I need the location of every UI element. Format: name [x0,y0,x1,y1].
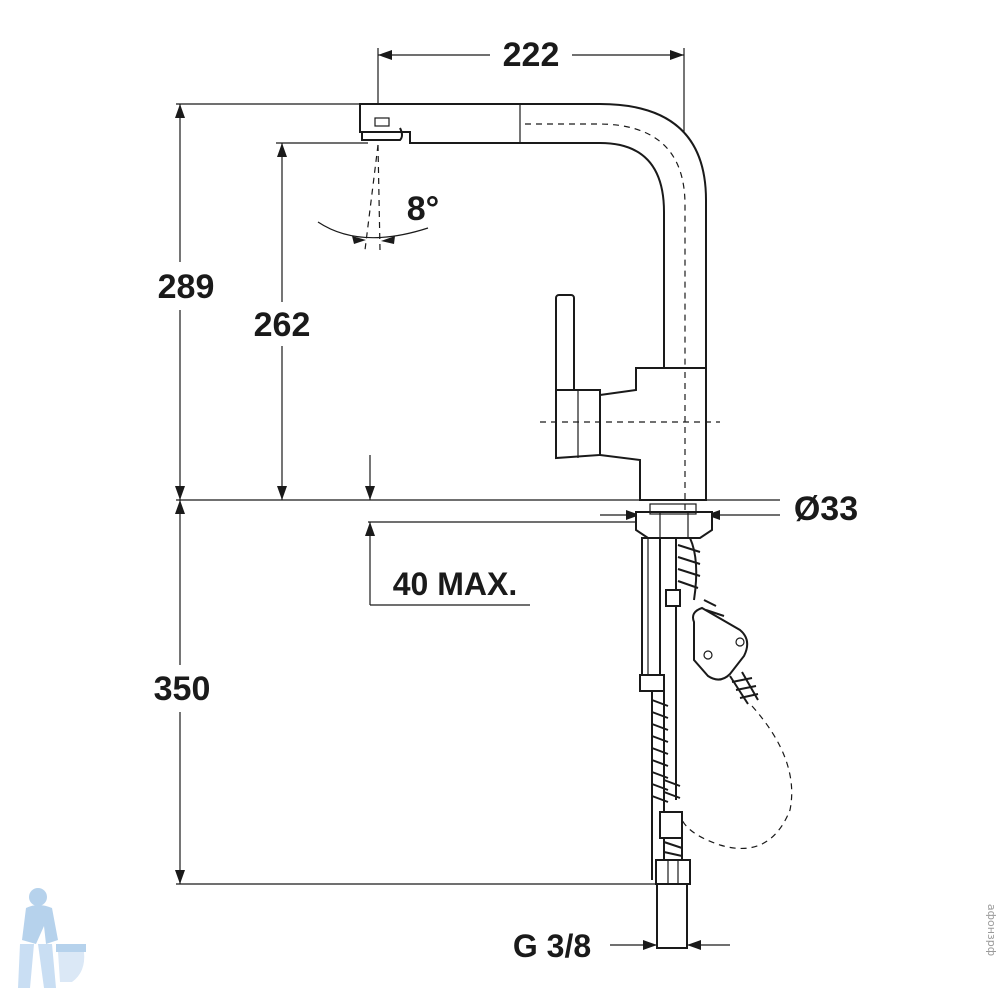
label-outlet-height: 262 [254,306,311,344]
dim-spout-reach: 222 [377,36,685,160]
dim-max-deck-thickness: 40 MAX. [365,455,530,606]
dim-total-height: 289 [158,103,370,500]
plumber-logo-icon [18,888,86,988]
label-connection-thread: G 3/8 [513,928,591,964]
label-total-height: 289 [158,268,215,306]
label-spray-angle: 8° [407,190,440,228]
dim-spray-angle: 8° [317,144,440,251]
label-max-deck-thickness: 40 MAX. [393,566,517,602]
dim-base-diameter: Ø33 [600,490,858,528]
label-spout-reach: 222 [503,36,560,74]
dim-outlet-height: 262 [254,142,368,500]
faucet-body [359,103,720,520]
deck-lines [176,499,780,523]
label-hose-length: 350 [154,670,211,708]
dim-connection-thread: G 3/8 [513,928,730,964]
under-deck-assembly [635,503,793,949]
watermark-site-text: афонзрф [985,904,998,956]
label-base-diameter: Ø33 [794,490,858,528]
supply-hose-coil [651,699,669,803]
dim-hose-length: 350 [154,500,656,885]
